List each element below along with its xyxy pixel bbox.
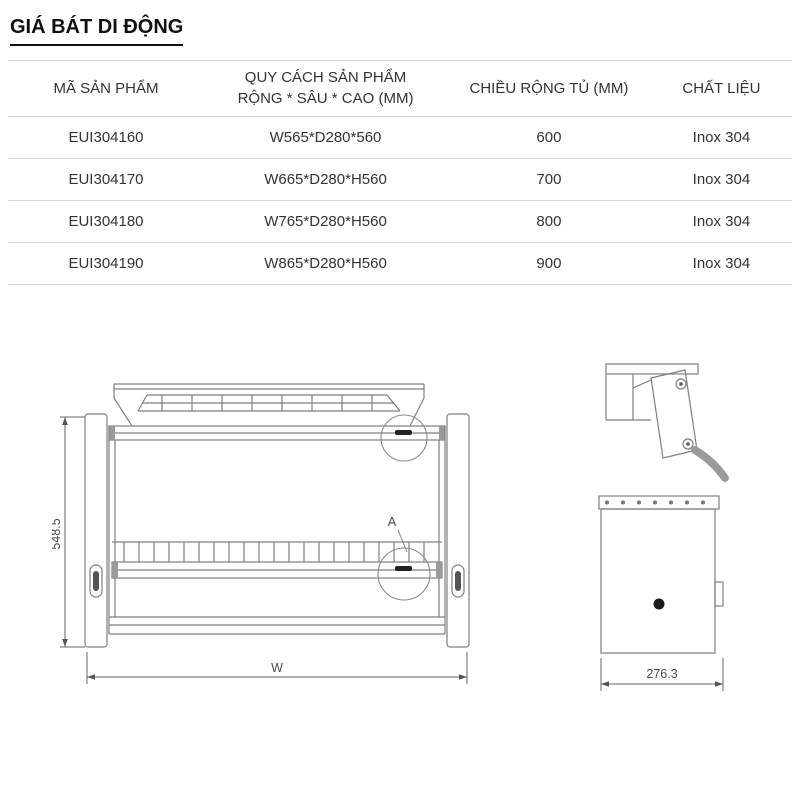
cell-cabinet-width: 700: [536, 171, 562, 188]
detail-leader-line: [397, 529, 408, 553]
width-dimension-label: W: [271, 661, 283, 675]
depth-dimension-label: 276.3: [646, 667, 677, 681]
side-view-drawing: 276.3: [598, 363, 729, 691]
header-product-code: MÃ SẢN PHẨM: [53, 80, 159, 97]
cell-cabinet-width: 800: [536, 213, 562, 230]
height-dimension: [60, 416, 85, 648]
dish-rack-side: [605, 363, 699, 459]
latch-bar-upper: [395, 430, 412, 435]
cell-spec: W765*D280*H560: [264, 213, 387, 230]
table-row: EUI304180 W765*D280*H560 800 Inox 304: [8, 201, 792, 243]
header-spec: QUY CÁCH SẢN PHẨM RỘNG * SÂU * CAO (MM): [204, 61, 447, 117]
width-dimension: [86, 652, 468, 684]
cell-spec: W865*D280*H560: [264, 255, 387, 272]
header-material: CHẤT LIỆU: [682, 80, 761, 97]
cell-spec: W665*D280*H560: [264, 171, 387, 188]
detail-circle-lower: [377, 547, 431, 601]
header-spec-line1: QUY CÁCH SẢN PHẨM: [244, 69, 407, 87]
side-knob: [653, 598, 665, 610]
cell-spec: W565*D280*560: [269, 129, 382, 146]
table-row: EUI304190 W865*D280*H560 900 Inox 304: [8, 243, 792, 285]
header-cabinet-width: CHIỀU RỘNG TỦ (MM): [469, 80, 629, 97]
cell-product-code: EUI304160: [68, 129, 144, 146]
cell-material: Inox 304: [692, 129, 751, 146]
cell-product-code: EUI304170: [68, 171, 144, 188]
cell-product-code: EUI304190: [68, 255, 144, 272]
side-body: [598, 495, 724, 654]
table-header-row: MÃ SẢN PHẨM QUY CÁCH SẢN PHẨM RỘNG * SÂU…: [8, 60, 792, 117]
cell-material: Inox 304: [692, 171, 751, 188]
dish-rack-front: [84, 383, 470, 648]
cell-material: Inox 304: [692, 255, 751, 272]
cell-product-code: EUI304180: [68, 213, 144, 230]
header-spec-line2: RỘNG * SÂU * CAO (MM): [237, 89, 414, 107]
latch-bar-lower: [395, 566, 412, 571]
depth-dimension: [600, 658, 724, 691]
height-dimension-label: 548.5: [52, 518, 63, 549]
cell-material: Inox 304: [692, 213, 751, 230]
spec-table: MÃ SẢN PHẨM QUY CÁCH SẢN PHẨM RỘNG * SÂU…: [8, 60, 792, 285]
cell-cabinet-width: 900: [536, 255, 562, 272]
release-handle: [691, 446, 729, 482]
detail-label-a: A: [388, 514, 397, 529]
table-row: EUI304160 W565*D280*560 600 Inox 304: [8, 117, 792, 159]
cell-cabinet-width: 600: [536, 129, 562, 146]
detail-circle-upper: [380, 414, 428, 462]
technical-drawings: A 548.5 W: [0, 350, 800, 800]
page-title: GIÁ BÁT DI ĐỘNG: [10, 16, 184, 46]
table-row: EUI304170 W665*D280*H560 700 Inox 304: [8, 159, 792, 201]
front-view-drawing: A 548.5 W: [52, 383, 470, 684]
